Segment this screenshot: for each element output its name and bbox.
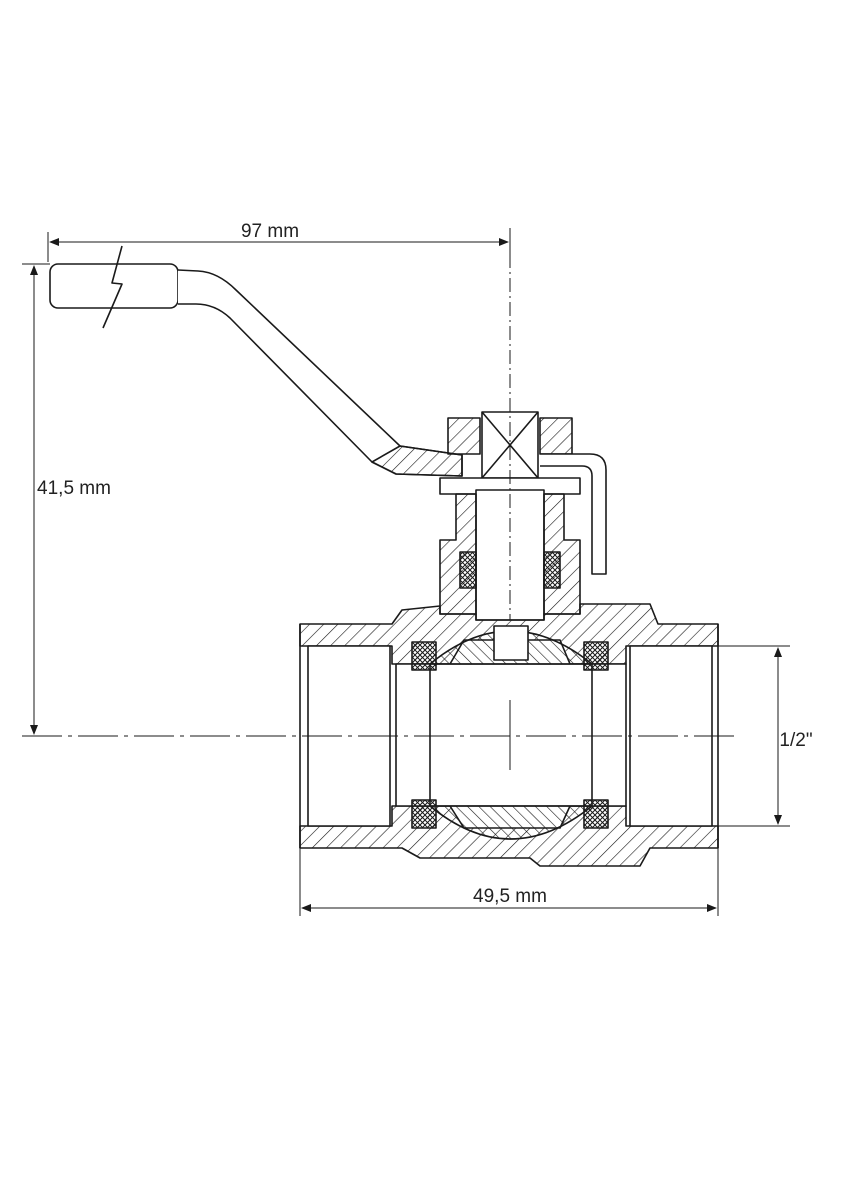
seat-bottom-right bbox=[583, 799, 609, 829]
dim-handle-length-label: 97 mm bbox=[241, 221, 299, 242]
stem-seal-left bbox=[459, 551, 477, 589]
nut-left bbox=[447, 417, 481, 455]
seat-top-left bbox=[411, 641, 437, 671]
seat-top-right bbox=[583, 641, 609, 671]
valve-body bbox=[299, 603, 719, 867]
dim-thread-label: 1/2" bbox=[779, 730, 812, 751]
dim-body-length-label: 49,5 mm bbox=[473, 886, 547, 907]
nut-right bbox=[539, 417, 573, 455]
stem-seal-right bbox=[543, 551, 561, 589]
stopper-bracket bbox=[540, 453, 607, 575]
centerlines bbox=[22, 700, 740, 770]
stem-tang bbox=[493, 625, 529, 661]
handle-break-mark bbox=[102, 245, 123, 329]
seats bbox=[411, 641, 609, 829]
ball-bottom bbox=[429, 805, 593, 840]
stem-gland bbox=[439, 230, 581, 621]
ball bbox=[429, 625, 593, 840]
flow-bore bbox=[395, 663, 627, 807]
dimension-lines bbox=[22, 228, 790, 916]
lever-handle bbox=[49, 245, 463, 477]
dim-height-label: 41,5 mm bbox=[37, 478, 111, 499]
seat-bottom-left bbox=[411, 799, 437, 829]
handle-lever bbox=[177, 269, 463, 477]
